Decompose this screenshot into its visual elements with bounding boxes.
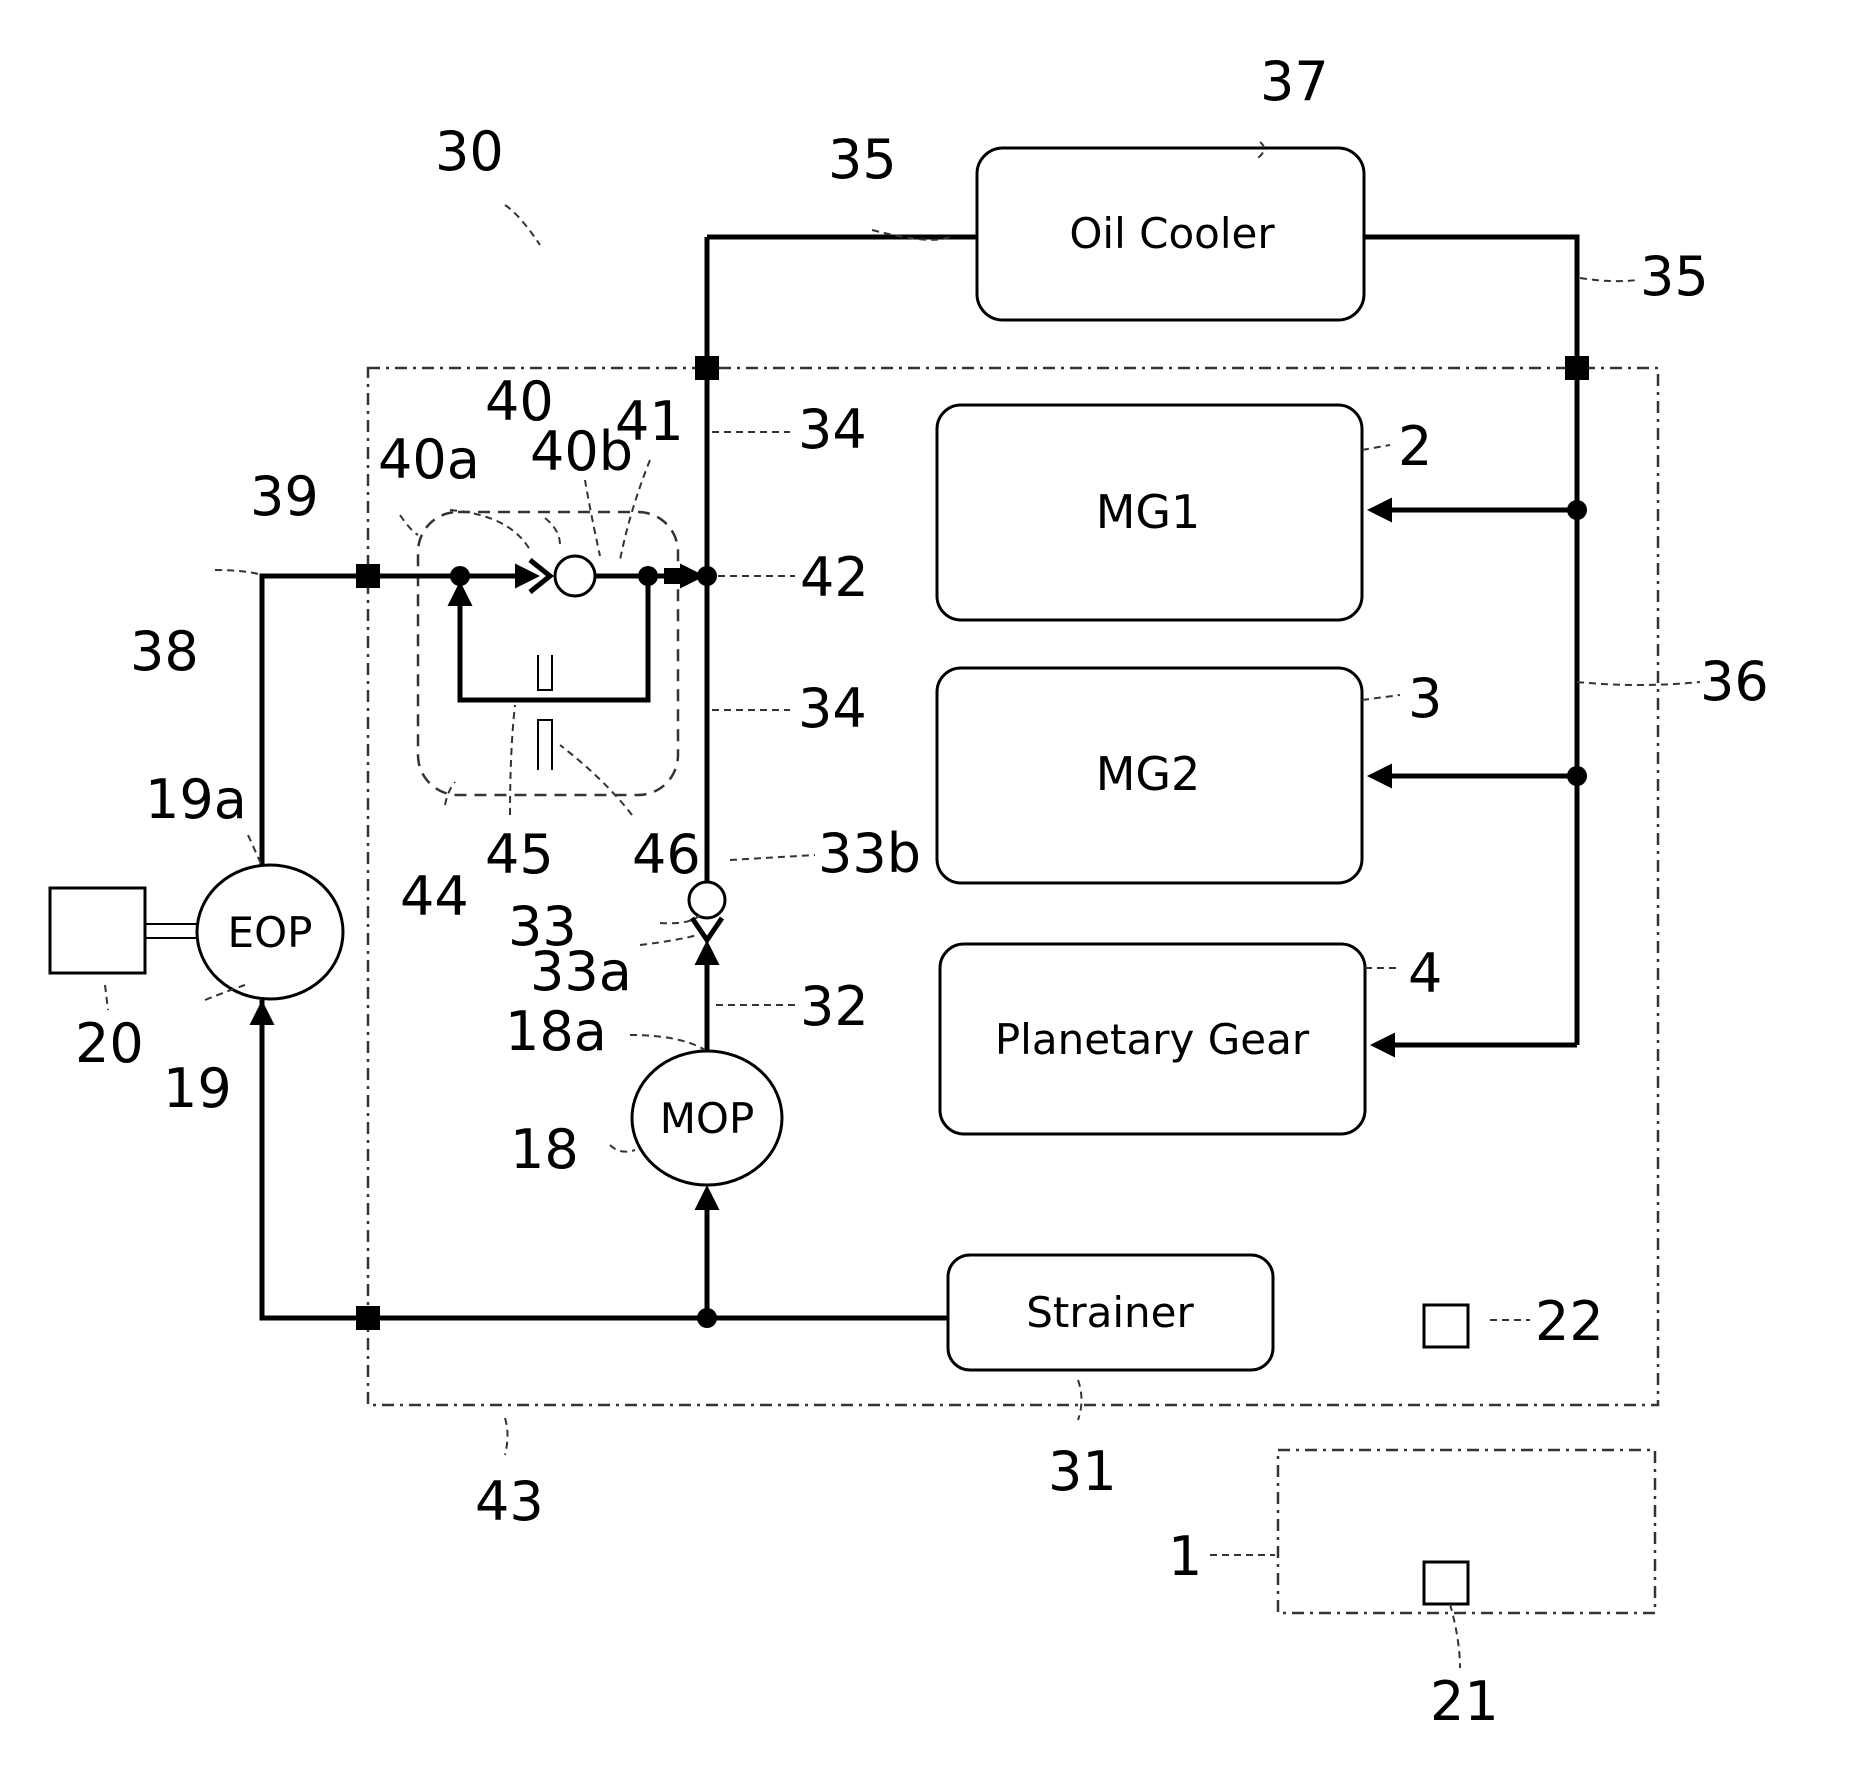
port-valve-out xyxy=(664,568,680,584)
ref-3: 3 xyxy=(1408,667,1442,730)
mg2-label: MG2 xyxy=(1096,747,1201,801)
port-eop-discharge xyxy=(356,564,380,588)
strainer-label: Strainer xyxy=(1026,1288,1194,1337)
ref-39: 39 xyxy=(250,465,319,528)
eop-label: EOP xyxy=(228,908,313,957)
eop-pump: EOP xyxy=(197,865,343,999)
ref-38: 38 xyxy=(130,620,199,683)
ref-44: 44 xyxy=(400,865,469,928)
ref-1: 1 xyxy=(1168,1525,1202,1588)
mop-label: MOP xyxy=(660,1094,755,1143)
check-valve-33-ball xyxy=(689,882,725,918)
ref-43: 43 xyxy=(475,1470,544,1533)
oil-cooler-label: Oil Cooler xyxy=(1069,209,1275,258)
mg2-box: MG2 xyxy=(937,668,1362,883)
orifice-45-upper xyxy=(538,655,552,690)
ref-19a: 19a xyxy=(145,768,247,831)
cooler-outlet-line-35 xyxy=(1364,237,1577,1045)
port-suction xyxy=(356,1306,380,1330)
ref-18a: 18a xyxy=(505,1000,607,1063)
ref-45: 45 xyxy=(485,823,554,886)
junction-valve-out xyxy=(638,566,658,586)
ref-46: 46 xyxy=(632,823,701,886)
ref-31: 31 xyxy=(1048,1440,1117,1503)
ref-33b: 33b xyxy=(818,822,921,885)
bypass-line-45 xyxy=(460,576,648,700)
junction-42 xyxy=(697,566,717,586)
ref-4: 4 xyxy=(1408,942,1442,1005)
sensor-22 xyxy=(1424,1305,1468,1347)
ref-34-top: 34 xyxy=(798,398,867,461)
junction-mg1 xyxy=(1567,500,1587,520)
ref-36: 36 xyxy=(1700,650,1769,713)
oil-cooler-box: Oil Cooler xyxy=(977,148,1364,320)
mop-pump: MOP xyxy=(632,1051,782,1185)
ref-34-mid: 34 xyxy=(798,677,867,740)
ref-37: 37 xyxy=(1260,50,1329,113)
ref-22: 22 xyxy=(1535,1290,1604,1353)
ref-21: 21 xyxy=(1430,1670,1499,1733)
valve-unit-boundary-44 xyxy=(418,512,678,795)
leader-lines xyxy=(105,142,1700,1668)
orifice-46-lower xyxy=(538,720,552,770)
ref-18: 18 xyxy=(510,1118,579,1181)
ref-35-right: 35 xyxy=(1640,245,1709,308)
check-valve-33-seat xyxy=(692,918,722,940)
sensor-21 xyxy=(1424,1562,1468,1604)
junction-suction-mop xyxy=(697,1308,717,1328)
ref-30: 30 xyxy=(435,120,504,183)
ref-41: 41 xyxy=(615,390,684,453)
ref-32: 32 xyxy=(800,975,869,1038)
mg1-box: MG1 xyxy=(937,405,1362,620)
mg1-label: MG1 xyxy=(1096,485,1201,539)
junction-valve-in xyxy=(450,566,470,586)
check-valve-40-ball xyxy=(555,556,595,596)
ref-35-left: 35 xyxy=(828,128,897,191)
motor-20 xyxy=(50,888,145,973)
ref-19: 19 xyxy=(163,1057,232,1120)
planetary-gear-label: Planetary Gear xyxy=(995,1015,1310,1064)
eop-discharge-line-38 xyxy=(262,576,460,866)
ref-2: 2 xyxy=(1398,415,1432,478)
ref-40a: 40a xyxy=(378,428,480,491)
junction-mg2 xyxy=(1567,766,1587,786)
planetary-gear-box: Planetary Gear xyxy=(940,944,1365,1134)
port-cooler-in xyxy=(695,356,719,380)
port-cooler-out xyxy=(1565,356,1589,380)
ref-42: 42 xyxy=(800,546,869,609)
ref-20: 20 xyxy=(75,1012,144,1075)
ref-33a: 33a xyxy=(530,940,632,1003)
strainer-box: Strainer xyxy=(948,1255,1273,1370)
